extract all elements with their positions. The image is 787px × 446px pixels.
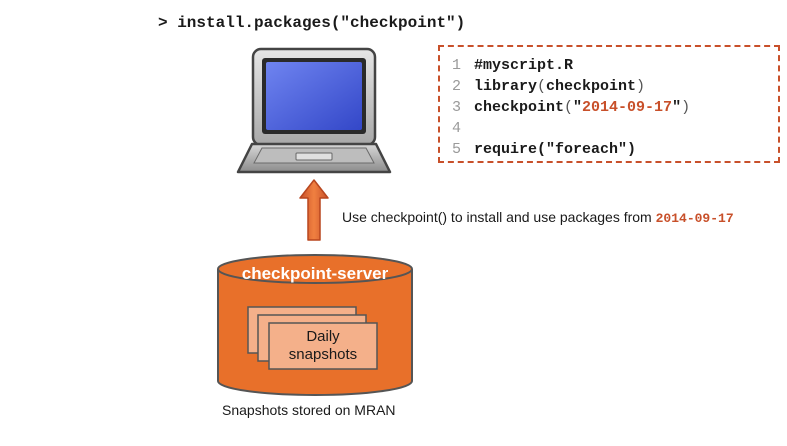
arrow-note: Use checkpoint() to install and use pack…: [342, 209, 734, 226]
storage-caption: Snapshots stored on MRAN: [222, 402, 396, 418]
snapshots-label-line1: Daily: [306, 328, 340, 345]
snapshots-label-line2: snapshots: [288, 346, 358, 363]
snapshots-label: Daily snapshots: [269, 328, 377, 364]
arrow-note-date: 2014-09-17: [655, 211, 734, 226]
code-line-1: 1#myscript.R: [452, 57, 574, 74]
code-line-4: 4: [452, 120, 462, 137]
laptop-icon: [236, 47, 392, 174]
server-title: checkpoint-server: [241, 264, 389, 283]
up-arrow-icon: [299, 179, 329, 241]
install-command: > install.packages("checkpoint"): [158, 14, 466, 32]
snapshot-stack: [247, 306, 378, 370]
